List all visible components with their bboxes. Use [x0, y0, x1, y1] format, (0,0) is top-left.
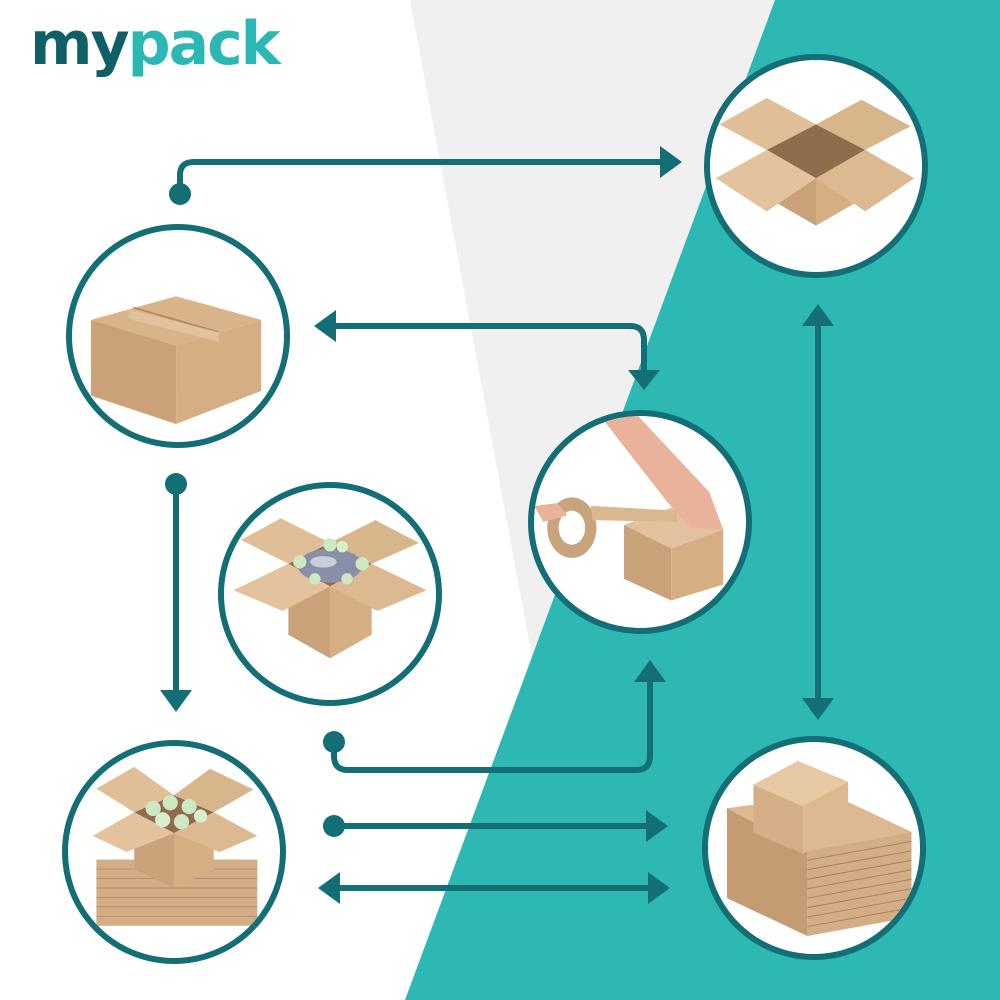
peanuts-box-icon: [92, 766, 258, 926]
step-closed-box: [66, 224, 290, 448]
step-box-with-peanuts-on-flat-stack: [62, 740, 286, 964]
step-box-on-flat-stack: [702, 736, 926, 960]
logo-pack: pack: [127, 9, 281, 79]
step-open-empty-box: [704, 54, 928, 278]
flat-stack-box-icon: [726, 760, 912, 937]
packed-item-icon: [233, 518, 427, 659]
step-box-with-item-and-peanuts: [218, 482, 442, 706]
open-empty-box-icon: [715, 97, 915, 226]
closed-box-icon: [90, 296, 262, 425]
mypack-logo: mypack: [30, 14, 281, 74]
tape-sealing-icon: [534, 416, 724, 601]
step-taping-box: [528, 410, 752, 634]
logo-my: my: [30, 9, 130, 79]
